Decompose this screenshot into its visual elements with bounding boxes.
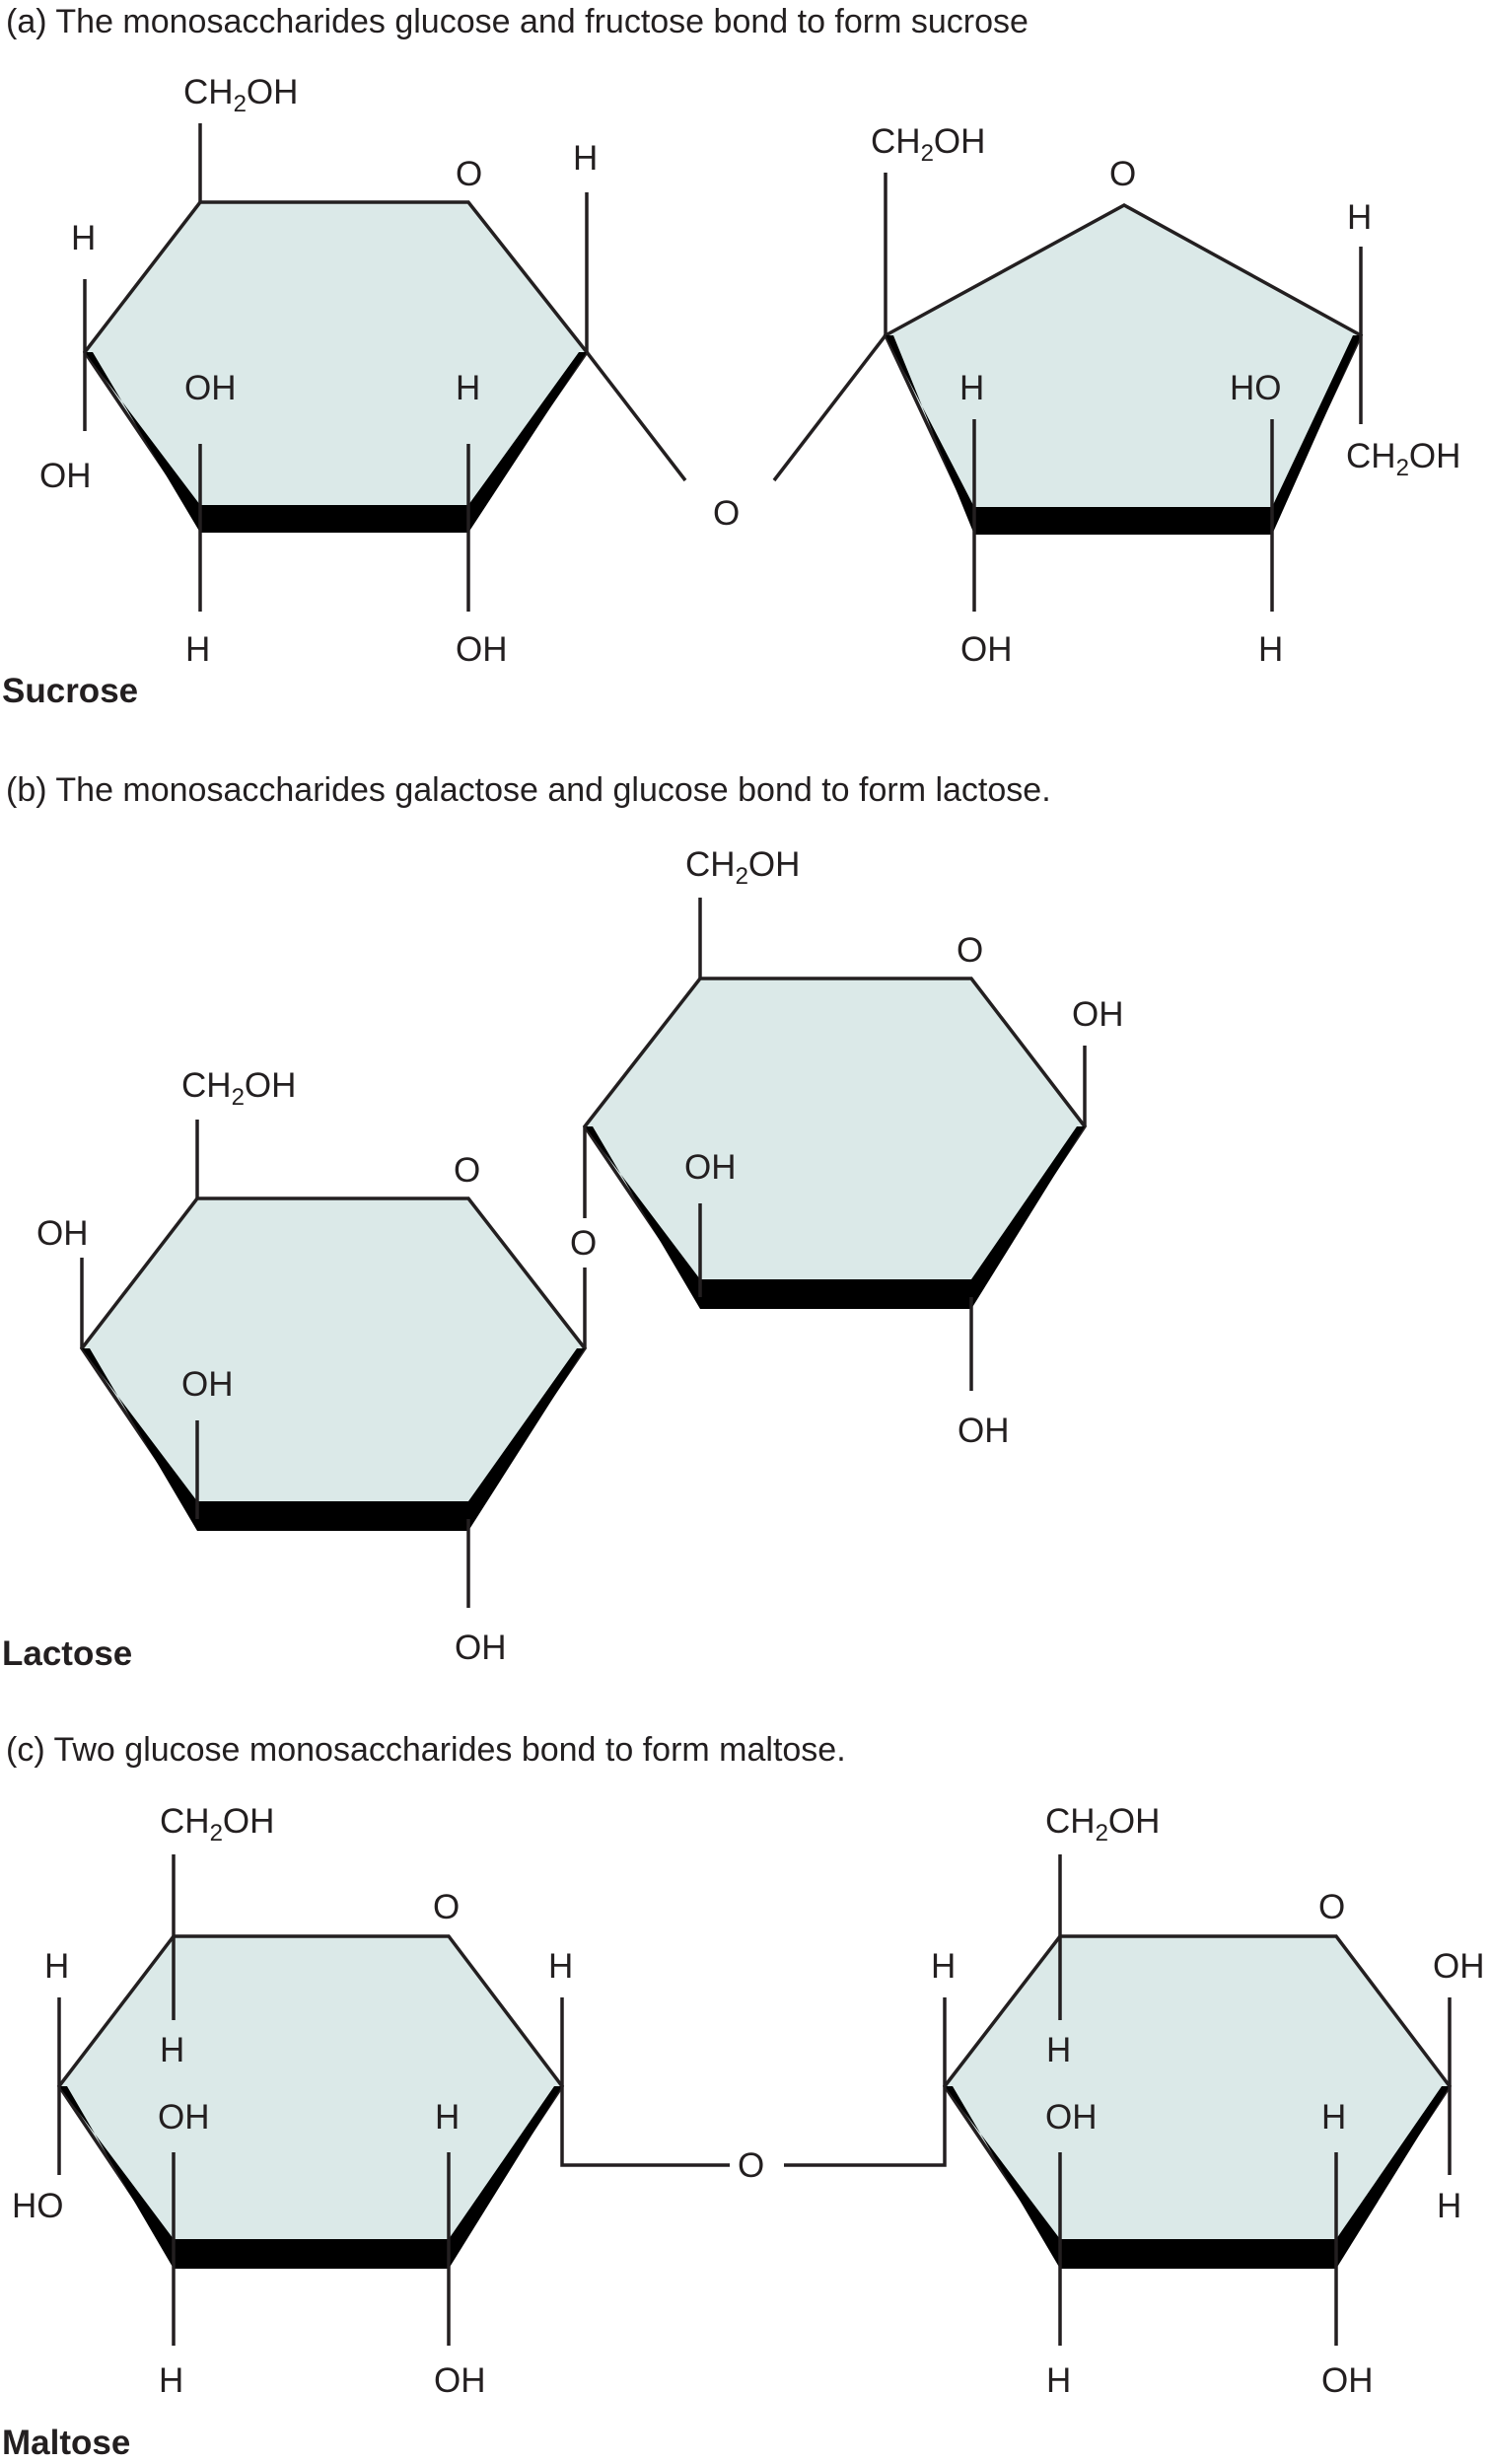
label-fructose-inner-h: H: [959, 369, 984, 407]
caption-maltose: (c) Two glucose monosaccharides bond to …: [6, 1731, 846, 1769]
label-maltose-left-c4-ho: HO: [12, 2187, 64, 2225]
lactose-glucose-hexagon: [582, 977, 1088, 1299]
glycosidic-bond-left: [560, 2086, 730, 2167]
label-maltose-left-c2-oh: OH: [434, 2361, 486, 2400]
label-maltose-right-inner-h: H: [1046, 2031, 1071, 2069]
label-maltose-left-c2-h: H: [435, 2098, 460, 2137]
name-sucrose: Sucrose: [2, 672, 138, 710]
label-maltose-right-c1-oh: OH: [1433, 1947, 1485, 1986]
caption-lactose: (b) The monosaccharides galactose and gl…: [6, 771, 1051, 809]
lactose-glucose-ring: CH2OH O OH OH OH: [582, 845, 1124, 1450]
label-ch2oh: CH2OH: [183, 73, 298, 117]
label-maltose-left-ring-o: O: [433, 1888, 460, 1926]
glucose-hexagon: [82, 200, 590, 525]
label-maltose-right-c2-h: H: [1321, 2098, 1346, 2137]
name-maltose: Maltose: [2, 2424, 130, 2462]
label-maltose-right-c4-h: H: [931, 1947, 956, 1986]
label-maltose-left-inner-h: H: [160, 2031, 184, 2069]
label-galactose-ring-o: O: [454, 1151, 480, 1190]
lactose-glucose-front-wedge: [700, 1279, 971, 1309]
label-galactose-c4-oh: OH: [36, 1214, 89, 1253]
label-fructose-ring-o: O: [1109, 155, 1136, 193]
maltose-left-hexagon: [56, 1934, 565, 2259]
maltose-right-right-wedge: [1336, 2086, 1450, 2269]
right-edge-wedge: [468, 352, 587, 533]
label-fructose-inner-ho: HO: [1230, 369, 1282, 407]
fructose-front-wedge: [974, 507, 1272, 535]
label-inner-oh: OH: [184, 369, 237, 407]
label-maltose-left-ch2oh: CH2OH: [160, 1802, 274, 1847]
label-fructose-bottom-h: H: [1258, 630, 1283, 669]
galactose-front-wedge: [197, 1501, 468, 1531]
label-maltose-left-c1-h: H: [548, 1947, 573, 1986]
maltose-left-right-wedge: [449, 2086, 562, 2269]
galactose-right-wedge: [468, 1348, 585, 1531]
label-lactose-glucose-c1-oh: OH: [1072, 995, 1124, 1034]
maltose-right-glucose-ring: CH2OH O H H OH H H OH OH H: [784, 1802, 1485, 2400]
label-galactose-ch2oh: CH2OH: [181, 1066, 296, 1111]
label-lactose-glucose-bottom-oh: OH: [958, 1412, 1010, 1450]
panel-lactose: (b) The monosaccharides galactose and gl…: [2, 771, 1124, 1673]
label-c4-oh: OH: [39, 457, 92, 495]
sucrose-fructose-ring: CH2OH O H CH2OH H HO OH H: [772, 122, 1460, 669]
galactose-hexagon: [79, 1196, 588, 1521]
label-galactose-bottom-oh: OH: [455, 1629, 507, 1667]
label-bottom-h: H: [185, 630, 210, 669]
label-maltose-right-c3-oh: OH: [1045, 2098, 1098, 2137]
label-ring-o: O: [456, 155, 482, 193]
label-fructose-c5-h: H: [1347, 198, 1372, 237]
label-maltose-right-c1-h: H: [1437, 2187, 1461, 2225]
fructose-right-wedge: [1272, 335, 1361, 535]
label-maltose-left-c3-h: H: [159, 2361, 183, 2400]
panel-maltose: (c) Two glucose monosaccharides bond to …: [2, 1731, 1485, 2462]
front-edge-wedge: [200, 505, 468, 533]
label-maltose-left-c3-oh: OH: [158, 2098, 210, 2137]
lactose-glucose-right-wedge: [971, 1126, 1085, 1309]
label-maltose-right-ring-o: O: [1318, 1888, 1345, 1926]
label-lactose-glucose-inner-oh: OH: [684, 1148, 737, 1187]
glycosidic-bond-right: [784, 2086, 947, 2167]
name-lactose: Lactose: [2, 1634, 132, 1673]
label-maltose-right-c3-h: H: [1046, 2361, 1071, 2400]
glycosidic-bond-right: [772, 333, 887, 482]
label-bottom-oh: OH: [456, 630, 508, 669]
label-c1-h: H: [573, 139, 598, 178]
panel-sucrose: (a) The monosaccharides glucose and fruc…: [2, 3, 1460, 710]
label-fructose-c5-ch2oh: CH2OH: [1346, 437, 1460, 481]
glycosidic-bond-left: [585, 350, 687, 482]
label-lactose-glucose-ring-o: O: [957, 931, 983, 970]
label-fructose-ch2oh: CH2OH: [871, 122, 985, 167]
maltose-left-glucose-ring: CH2OH O H H HO OH H H OH H: [12, 1802, 730, 2400]
caption-sucrose: (a) The monosaccharides glucose and fruc…: [6, 3, 1029, 40]
label-maltose-left-c4-h: H: [44, 1947, 69, 1986]
label-inner-h: H: [456, 369, 480, 407]
label-maltose-right-c2-oh: OH: [1321, 2361, 1374, 2400]
label-fructose-bottom-oh: OH: [960, 630, 1013, 669]
label-c5-h: H: [71, 219, 96, 257]
label-lactose-glycosidic-o: O: [570, 1224, 597, 1263]
label-glycosidic-o: O: [713, 494, 740, 533]
maltose-right-front-wedge: [1060, 2239, 1336, 2269]
maltose-left-front-wedge: [174, 2239, 449, 2269]
label-lactose-glucose-ch2oh: CH2OH: [685, 845, 800, 890]
lactose-galactose-ring: CH2OH O OH OH OH: [36, 1066, 588, 1667]
label-galactose-inner-oh: OH: [181, 1365, 234, 1404]
label-maltose-right-ch2oh: CH2OH: [1045, 1802, 1160, 1847]
label-maltose-glycosidic-o: O: [738, 2146, 764, 2185]
sucrose-glucose-ring: CH2OH O H H OH OH H H OH: [39, 73, 687, 669]
maltose-right-hexagon: [942, 1934, 1453, 2259]
